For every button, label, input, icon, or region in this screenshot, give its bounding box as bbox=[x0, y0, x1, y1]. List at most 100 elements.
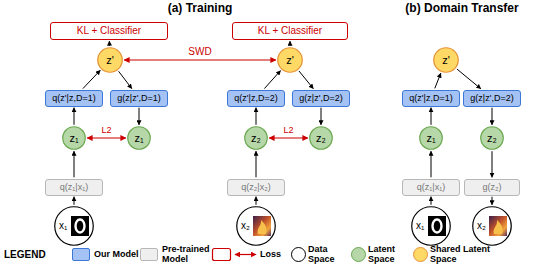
model-box: g(z|z',D=2) bbox=[292, 90, 350, 107]
flow-arrow bbox=[492, 108, 493, 125]
node-text: z₁ bbox=[426, 133, 435, 144]
loss-sample-box bbox=[213, 249, 231, 261]
shared-latent-circle: z' bbox=[277, 47, 303, 73]
latent-circle: z₁ bbox=[62, 126, 86, 150]
model-box: q(z'|z,D=2) bbox=[227, 90, 285, 107]
legend-text: Loss bbox=[260, 250, 281, 260]
node-text: q(z'|z,D=2) bbox=[234, 94, 277, 103]
legend-entry: Loss bbox=[260, 244, 281, 265]
photo-image bbox=[489, 216, 507, 236]
shared-latent-circle: z' bbox=[97, 47, 123, 73]
data-circle: x₁ bbox=[54, 206, 94, 246]
digit-image bbox=[428, 216, 446, 236]
legend-swatch bbox=[291, 247, 306, 262]
model-box: g(z|z',D=1) bbox=[110, 90, 168, 107]
loss-sample-arrow bbox=[235, 254, 256, 255]
circle-shape bbox=[245, 127, 268, 150]
loss-arrow bbox=[269, 137, 308, 138]
legend-entry: Our Model bbox=[94, 244, 139, 265]
node-text: q(z'|z,D=1) bbox=[52, 94, 95, 103]
legend-swatch bbox=[413, 247, 428, 262]
node-text: z₂ bbox=[487, 133, 497, 144]
node-text: q(z₁|x₁) bbox=[60, 183, 88, 192]
latent-circle: z₁ bbox=[419, 126, 443, 150]
circle-shape bbox=[237, 207, 276, 246]
flow-arrow bbox=[492, 151, 493, 177]
node-text: x₂ bbox=[241, 221, 250, 231]
node-text: z₂ bbox=[251, 133, 261, 144]
legend-swatch bbox=[351, 247, 366, 262]
flow-arrow bbox=[139, 108, 140, 125]
panel-title: (b) Domain Transfer bbox=[405, 2, 518, 15]
flow-arrow bbox=[264, 71, 280, 89]
legend-text: Latent Space bbox=[368, 245, 408, 265]
loss-arrow bbox=[87, 137, 126, 138]
shared-latent-circle: z' bbox=[433, 47, 459, 73]
flow-arrow bbox=[431, 108, 432, 125]
loss-box: KL + Classifier bbox=[232, 22, 348, 40]
node-text: z' bbox=[106, 55, 114, 66]
flow-arrow bbox=[431, 151, 432, 177]
node-text: q(z'|z,D=1) bbox=[409, 94, 452, 103]
legend-heading: LEGEND bbox=[4, 249, 46, 260]
circle-shape bbox=[412, 207, 451, 246]
legend-text: Shared Latent Space bbox=[430, 245, 494, 265]
circle-shape bbox=[55, 207, 94, 246]
flow-arrow bbox=[119, 71, 132, 88]
loss-label: SWD bbox=[187, 47, 212, 57]
node-text: KL + Classifier bbox=[258, 26, 322, 36]
node-text: z' bbox=[286, 55, 294, 66]
circle-shape bbox=[98, 48, 123, 73]
photo-flame bbox=[258, 220, 267, 234]
digit-ground bbox=[428, 216, 446, 236]
legend-text: Data Space bbox=[308, 245, 344, 265]
node-text: g(z|z',D=2) bbox=[470, 94, 513, 103]
node-text: x₁ bbox=[59, 221, 67, 231]
data-circle: x₁ bbox=[411, 206, 451, 246]
photo-image bbox=[253, 216, 271, 236]
circle-shape bbox=[420, 127, 443, 150]
flow-arrow bbox=[256, 108, 257, 125]
node-text: g(z₂) bbox=[483, 183, 502, 192]
circle-shape bbox=[481, 127, 504, 150]
node-text: z₁ bbox=[69, 133, 78, 144]
circle-shape bbox=[473, 207, 512, 246]
digit-zero bbox=[433, 220, 442, 233]
legend-text: Pre-trained Model bbox=[162, 245, 214, 265]
node-text: z₂ bbox=[316, 133, 326, 144]
pretrained-box: g(z₂) bbox=[464, 179, 520, 196]
digit-image bbox=[71, 216, 89, 236]
circle-shape bbox=[128, 127, 151, 150]
model-box: g(z|z',D=2) bbox=[463, 90, 521, 107]
flow-arrow bbox=[492, 197, 493, 205]
legend-swatch bbox=[140, 248, 158, 261]
legend-entry: Latent Space bbox=[368, 244, 408, 265]
latent-circle: z₁ bbox=[127, 126, 151, 150]
data-circle: x₂ bbox=[472, 206, 512, 246]
node-text: q(z₁|x₁) bbox=[417, 183, 445, 192]
node-text: q(z₂|x₂) bbox=[241, 183, 270, 192]
photo-ground bbox=[489, 216, 507, 236]
pretrained-box: q(z₁|x₁) bbox=[402, 179, 460, 196]
circle-shape bbox=[310, 127, 333, 150]
pretrained-box: q(z₁|x₁) bbox=[45, 179, 103, 196]
legend-text: Our Model bbox=[94, 250, 139, 260]
legend-swatch bbox=[72, 248, 90, 261]
flow-arrow bbox=[256, 197, 257, 205]
latent-circle: z₂ bbox=[480, 126, 504, 150]
data-circle: x₂ bbox=[236, 206, 276, 246]
model-box: q(z'|z,D=1) bbox=[45, 90, 103, 107]
flow-arrow bbox=[74, 108, 75, 125]
latent-circle: z₂ bbox=[309, 126, 333, 150]
flow-arrow bbox=[290, 41, 291, 46]
circle-shape bbox=[434, 48, 459, 73]
legend-entry: Data Space bbox=[308, 244, 344, 265]
latent-circle: z₂ bbox=[244, 126, 268, 150]
circle-shape bbox=[278, 48, 303, 73]
node-text: g(z|z',D=2) bbox=[299, 94, 342, 103]
loss-arrow bbox=[124, 59, 276, 60]
legend-entry: Shared Latent Space bbox=[430, 244, 494, 265]
flow-arrow bbox=[83, 70, 100, 88]
pretrained-box: q(z₂|x₂) bbox=[227, 179, 285, 196]
node-text: g(z|z',D=1) bbox=[117, 94, 160, 103]
